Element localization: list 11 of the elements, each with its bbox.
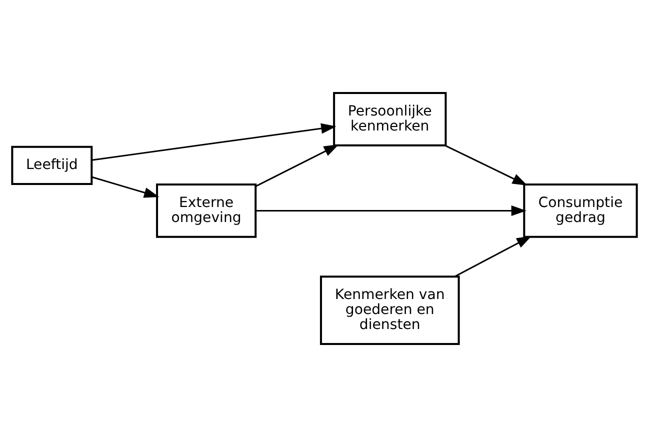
arrow xyxy=(92,176,160,198)
node-box: Persoonlijke kenmerken xyxy=(333,92,447,146)
node-box: Externe omgeving xyxy=(156,184,257,238)
arrow xyxy=(92,123,336,161)
node-box: Kenmerken van goederen en diensten xyxy=(320,276,460,345)
arrow xyxy=(256,144,339,187)
arrow xyxy=(454,236,532,278)
arrow xyxy=(444,144,528,186)
arrow xyxy=(256,205,526,216)
node-box: Leeftijd xyxy=(11,146,93,186)
node-box: Consumptie gedrag xyxy=(523,184,638,238)
